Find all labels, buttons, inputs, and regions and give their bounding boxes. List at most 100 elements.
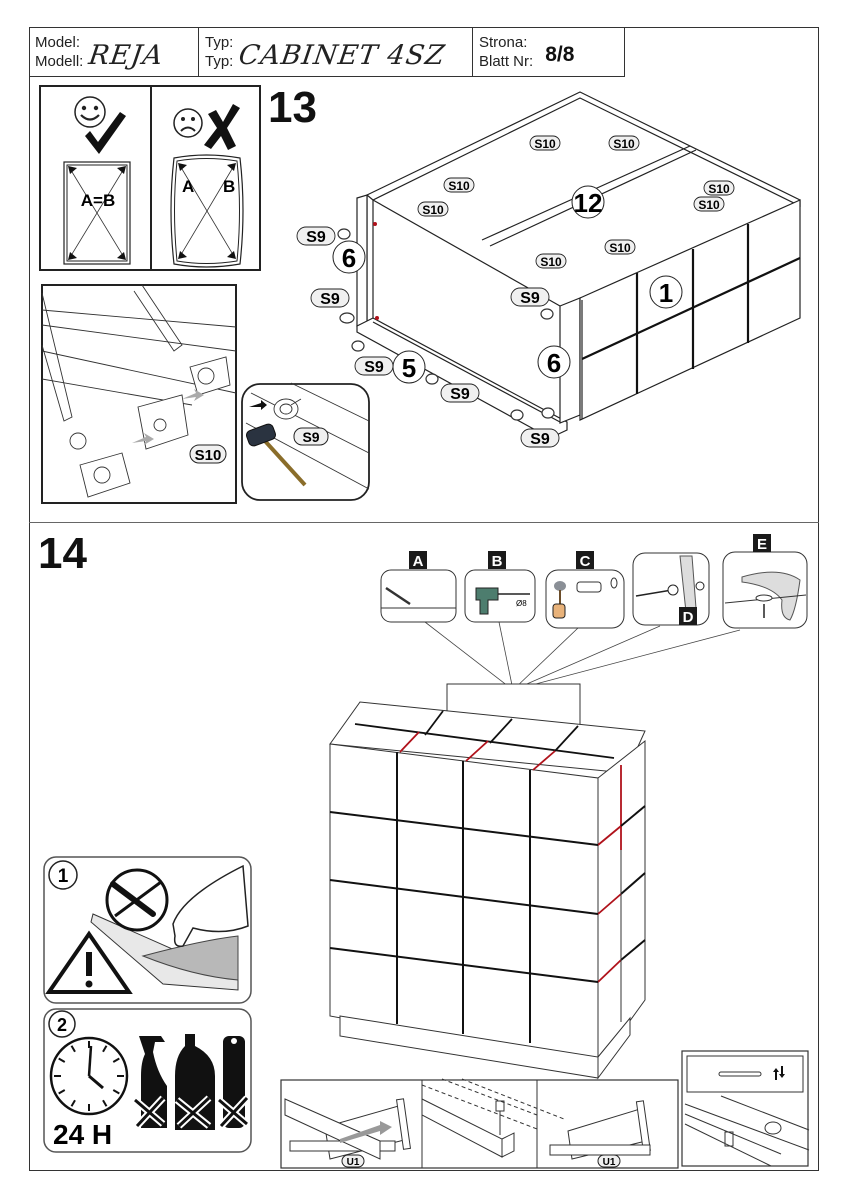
u1-tag-right: U1 bbox=[597, 1154, 621, 1168]
type-label-pl: Typ: bbox=[205, 33, 234, 51]
care-1-number: 1 bbox=[58, 866, 69, 887]
step-a-mark-wall bbox=[380, 569, 457, 623]
svg-text:D: D bbox=[683, 609, 694, 626]
s9-callout: S9 bbox=[296, 226, 336, 246]
s9-callout: S9 bbox=[310, 288, 350, 308]
page-frame bbox=[29, 27, 819, 1171]
aerosol-can-crossed-icon bbox=[216, 1036, 250, 1129]
svg-text:12: 12 bbox=[574, 188, 603, 218]
page-number: 8/8 bbox=[545, 42, 575, 66]
detergent-bottle-crossed-icon bbox=[174, 1034, 215, 1130]
step-letter-badge: C bbox=[576, 551, 594, 570]
s9-callout: S9 bbox=[354, 356, 394, 376]
svg-text:S10: S10 bbox=[609, 241, 631, 255]
care-2-duration: 24 H bbox=[53, 1119, 112, 1150]
svg-text:S9: S9 bbox=[364, 359, 384, 376]
frown-icon bbox=[173, 108, 203, 138]
svg-text:S10: S10 bbox=[422, 203, 444, 217]
svg-text:S9: S9 bbox=[450, 386, 470, 403]
section-divider bbox=[29, 522, 819, 523]
svg-text:E: E bbox=[757, 536, 767, 553]
svg-text:B: B bbox=[492, 553, 503, 570]
hand-icon bbox=[172, 864, 249, 948]
drawer-fitting-strip: U1 U1 bbox=[280, 1078, 679, 1169]
s10-callout: S10 bbox=[529, 135, 561, 151]
no-knife-icon bbox=[105, 868, 169, 932]
svg-text:A: A bbox=[413, 553, 424, 570]
svg-text:S10: S10 bbox=[534, 137, 556, 151]
clock-icon bbox=[49, 1036, 129, 1116]
svg-text:S9: S9 bbox=[320, 291, 340, 308]
step-letter-badge: A bbox=[409, 551, 427, 570]
step-c-hammer-dowel bbox=[545, 569, 625, 629]
part-6-left-callout: 6 bbox=[332, 240, 366, 274]
svg-text:U1: U1 bbox=[603, 1157, 616, 1168]
s9-nail-discs bbox=[337, 228, 555, 421]
svg-text:S10: S10 bbox=[195, 447, 222, 464]
care-2-number: 2 bbox=[57, 1015, 67, 1035]
wall-mount-steps: Ø8 A B C D E bbox=[380, 534, 808, 691]
svg-text:5: 5 bbox=[402, 353, 416, 383]
step-letter-badge: E bbox=[753, 534, 771, 553]
spray-bottle-crossed-icon bbox=[132, 1036, 167, 1129]
svg-text:C: C bbox=[580, 553, 591, 570]
hammer-icon bbox=[246, 423, 307, 487]
step-letter-badge: D bbox=[679, 607, 697, 626]
svg-text:S10: S10 bbox=[708, 182, 730, 196]
s10-callout: S10 bbox=[535, 253, 567, 269]
s10-callout: S10 bbox=[608, 135, 640, 151]
s10-detail-panel: S10 bbox=[41, 284, 237, 504]
smiley-icon bbox=[74, 96, 106, 128]
step-e-anti-tip-strap bbox=[722, 551, 808, 629]
bad-label-b: B bbox=[223, 177, 235, 196]
square-frame-bad bbox=[170, 154, 244, 268]
s9-callout: S9 bbox=[510, 287, 550, 307]
svg-text:1: 1 bbox=[659, 278, 673, 308]
check-mark-icon bbox=[85, 112, 126, 154]
care-panel-24h-no-chemicals: 2 24 H bbox=[43, 1008, 252, 1153]
svg-text:Ø8: Ø8 bbox=[516, 599, 527, 608]
s10-detail-tag: S10 bbox=[189, 444, 227, 464]
title-block: Model: Modell: REJA Typ: Typ: CABINET 4S… bbox=[29, 27, 625, 77]
square-frame-good bbox=[63, 161, 131, 265]
type-cell: Typ: Typ: CABINET 4SZ bbox=[199, 27, 473, 77]
step-14-number: 14 bbox=[38, 529, 87, 578]
step-14-cabinet-drawing bbox=[329, 683, 646, 1080]
svg-text:S9: S9 bbox=[302, 429, 319, 445]
s10-callout: S10 bbox=[417, 201, 449, 217]
u1-tag-left: U1 bbox=[341, 1154, 365, 1168]
model-cell: Model: Modell: REJA bbox=[29, 27, 199, 77]
model-label-pl: Model: bbox=[35, 33, 81, 51]
bad-label-a: A bbox=[182, 177, 194, 196]
svg-text:S9: S9 bbox=[306, 229, 326, 246]
arrow-icon bbox=[249, 400, 267, 410]
part-12-callout: 12 bbox=[571, 185, 605, 219]
s10-callout: S10 bbox=[443, 177, 475, 193]
svg-text:S9: S9 bbox=[530, 431, 550, 448]
s9-callout: S9 bbox=[440, 383, 480, 403]
part-1-callout: 1 bbox=[649, 275, 683, 309]
step-b-drill: Ø8 bbox=[464, 569, 536, 623]
s9-detail-tag: S9 bbox=[293, 427, 329, 446]
model-label-de: Modell: bbox=[35, 52, 84, 70]
svg-text:S10: S10 bbox=[698, 198, 720, 212]
svg-text:6: 6 bbox=[547, 348, 561, 378]
part-5-callout: 5 bbox=[392, 350, 426, 384]
svg-text:S10: S10 bbox=[448, 179, 470, 193]
svg-text:S10: S10 bbox=[540, 255, 562, 269]
cross-mark-icon bbox=[204, 104, 240, 150]
step-letter-badge: B bbox=[488, 551, 506, 570]
s10-callout: S10 bbox=[703, 180, 735, 196]
page-label-de: Blatt Nr: bbox=[479, 52, 534, 70]
svg-text:S10: S10 bbox=[613, 137, 635, 151]
good-label: A=B bbox=[81, 191, 115, 210]
s10-callout: S10 bbox=[604, 239, 636, 255]
svg-text:S9: S9 bbox=[520, 290, 540, 307]
svg-text:U1: U1 bbox=[347, 1157, 360, 1168]
step-13-number: 13 bbox=[268, 83, 317, 132]
warning-triangle-icon bbox=[45, 930, 133, 994]
s10-callout: S10 bbox=[693, 196, 725, 212]
s9-hammer-detail-panel: S9 bbox=[241, 382, 370, 501]
page-label-pl: Strona: bbox=[479, 33, 528, 51]
